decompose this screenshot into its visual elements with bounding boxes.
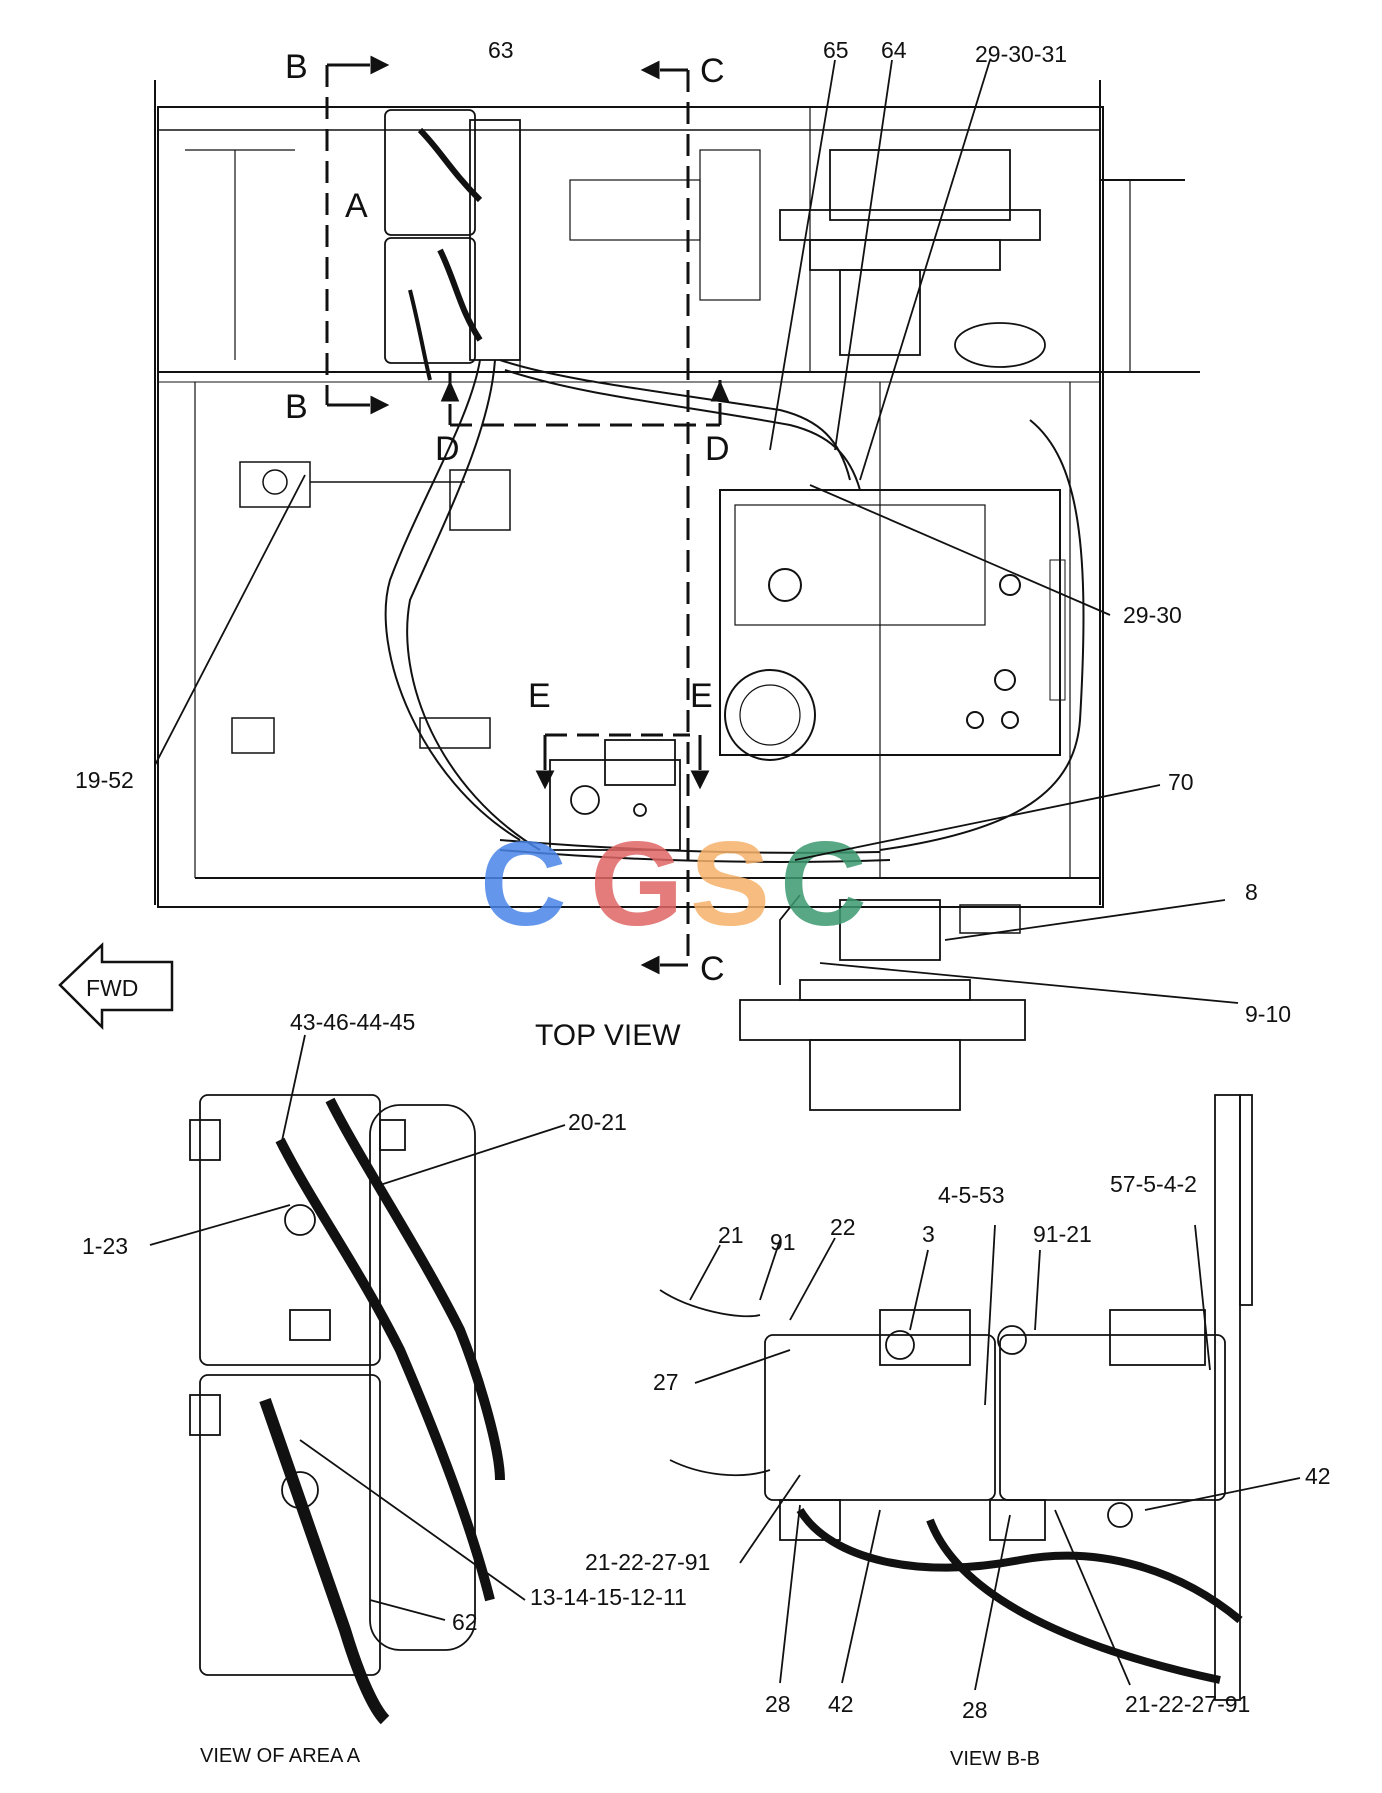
watermark: C G S C xyxy=(480,817,867,951)
watermark-letter: C xyxy=(480,817,567,951)
top-view-callouts: 63 65 64 29-30-31 29-30 19-52 70 8 9-10 xyxy=(75,37,1291,1027)
callout-1-23: 1-23 xyxy=(82,1233,128,1259)
callout-4-5-53: 4-5-53 xyxy=(938,1182,1004,1208)
section-letter-e-left: E xyxy=(528,677,551,715)
top-view-title: TOP VIEW xyxy=(535,1019,681,1052)
callout-20-21: 20-21 xyxy=(568,1109,627,1135)
section-letter-c-top: C xyxy=(700,52,725,90)
section-letter-d-right: D xyxy=(705,430,730,468)
section-letter-e-right: E xyxy=(690,677,713,715)
top-view-leaders xyxy=(154,59,1239,1004)
callout-91-21: 91-21 xyxy=(1033,1221,1092,1247)
callout-42-right: 42 xyxy=(1305,1463,1331,1489)
callout-64: 64 xyxy=(881,37,907,63)
top-view-swing-drive xyxy=(699,149,1046,368)
section-arrows xyxy=(327,55,730,975)
callout-13-14-15-12-11: 13-14-15-12-11 xyxy=(530,1584,687,1610)
section-lines xyxy=(325,65,722,965)
callout-22: 22 xyxy=(830,1214,856,1240)
callout-91: 91 xyxy=(770,1229,796,1255)
area-a-leaders xyxy=(149,1034,566,1621)
section-letter-b-bottom: B xyxy=(285,388,308,426)
callout-21-22-27-91-left: 21-22-27-91 xyxy=(585,1549,710,1575)
area-letter-a: A xyxy=(345,187,368,225)
callout-43-46-44-45: 43-46-44-45 xyxy=(290,1009,415,1035)
section-letter-b-top: B xyxy=(285,48,308,86)
callout-62: 62 xyxy=(452,1609,478,1635)
area-a-callouts: 43-46-44-45 20-21 1-23 13-14-15-12-11 62 xyxy=(82,1009,687,1635)
callout-28-mid: 28 xyxy=(962,1697,988,1723)
callout-57-5-4-2: 57-5-4-2 xyxy=(1110,1171,1197,1197)
callout-27: 27 xyxy=(653,1369,679,1395)
callout-21-22-27-91-right: 21-22-27-91 xyxy=(1125,1691,1250,1717)
top-view-control-valve xyxy=(719,489,1066,761)
top-view-pump-assembly xyxy=(384,109,521,381)
view-bb-callouts: 21 91 22 3 4-5-53 91-21 57-5-4-2 27 42 2… xyxy=(585,1171,1331,1723)
watermark-letter: G xyxy=(590,817,683,951)
view-bb-pump-drawing xyxy=(659,1094,1253,1701)
watermark-letter: C xyxy=(780,817,867,951)
callout-8: 8 xyxy=(1245,879,1258,905)
section-letters: B B C C D D E E A xyxy=(285,48,730,988)
callout-9-10: 9-10 xyxy=(1245,1001,1291,1027)
callout-19-52: 19-52 xyxy=(75,767,134,793)
view-bb-leaders xyxy=(689,1224,1301,1691)
callout-3: 3 xyxy=(922,1221,935,1247)
top-view-frame xyxy=(154,80,1200,908)
fwd-label: FWD xyxy=(86,975,138,1001)
section-letter-d-left: D xyxy=(435,430,460,468)
section-letter-c-bottom: C xyxy=(700,950,725,988)
watermark-letter: S xyxy=(690,817,770,951)
callout-21: 21 xyxy=(718,1222,744,1248)
callout-42-mid: 42 xyxy=(828,1691,854,1717)
fwd-arrow: FWD xyxy=(58,942,174,1031)
area-a-pump-drawing xyxy=(189,1094,505,1725)
top-view-travel-motor xyxy=(739,894,1026,1111)
callout-29-30-31: 29-30-31 xyxy=(975,41,1067,67)
callout-28-left: 28 xyxy=(765,1691,791,1717)
callout-29-30: 29-30 xyxy=(1123,602,1182,628)
callout-63: 63 xyxy=(488,37,514,63)
callout-70: 70 xyxy=(1168,769,1194,795)
callout-65: 65 xyxy=(823,37,849,63)
view-bb-title: VIEW B-B xyxy=(950,1748,1040,1770)
area-a-title: VIEW OF AREA A xyxy=(200,1745,361,1767)
top-view-valve-block-e xyxy=(549,739,681,851)
